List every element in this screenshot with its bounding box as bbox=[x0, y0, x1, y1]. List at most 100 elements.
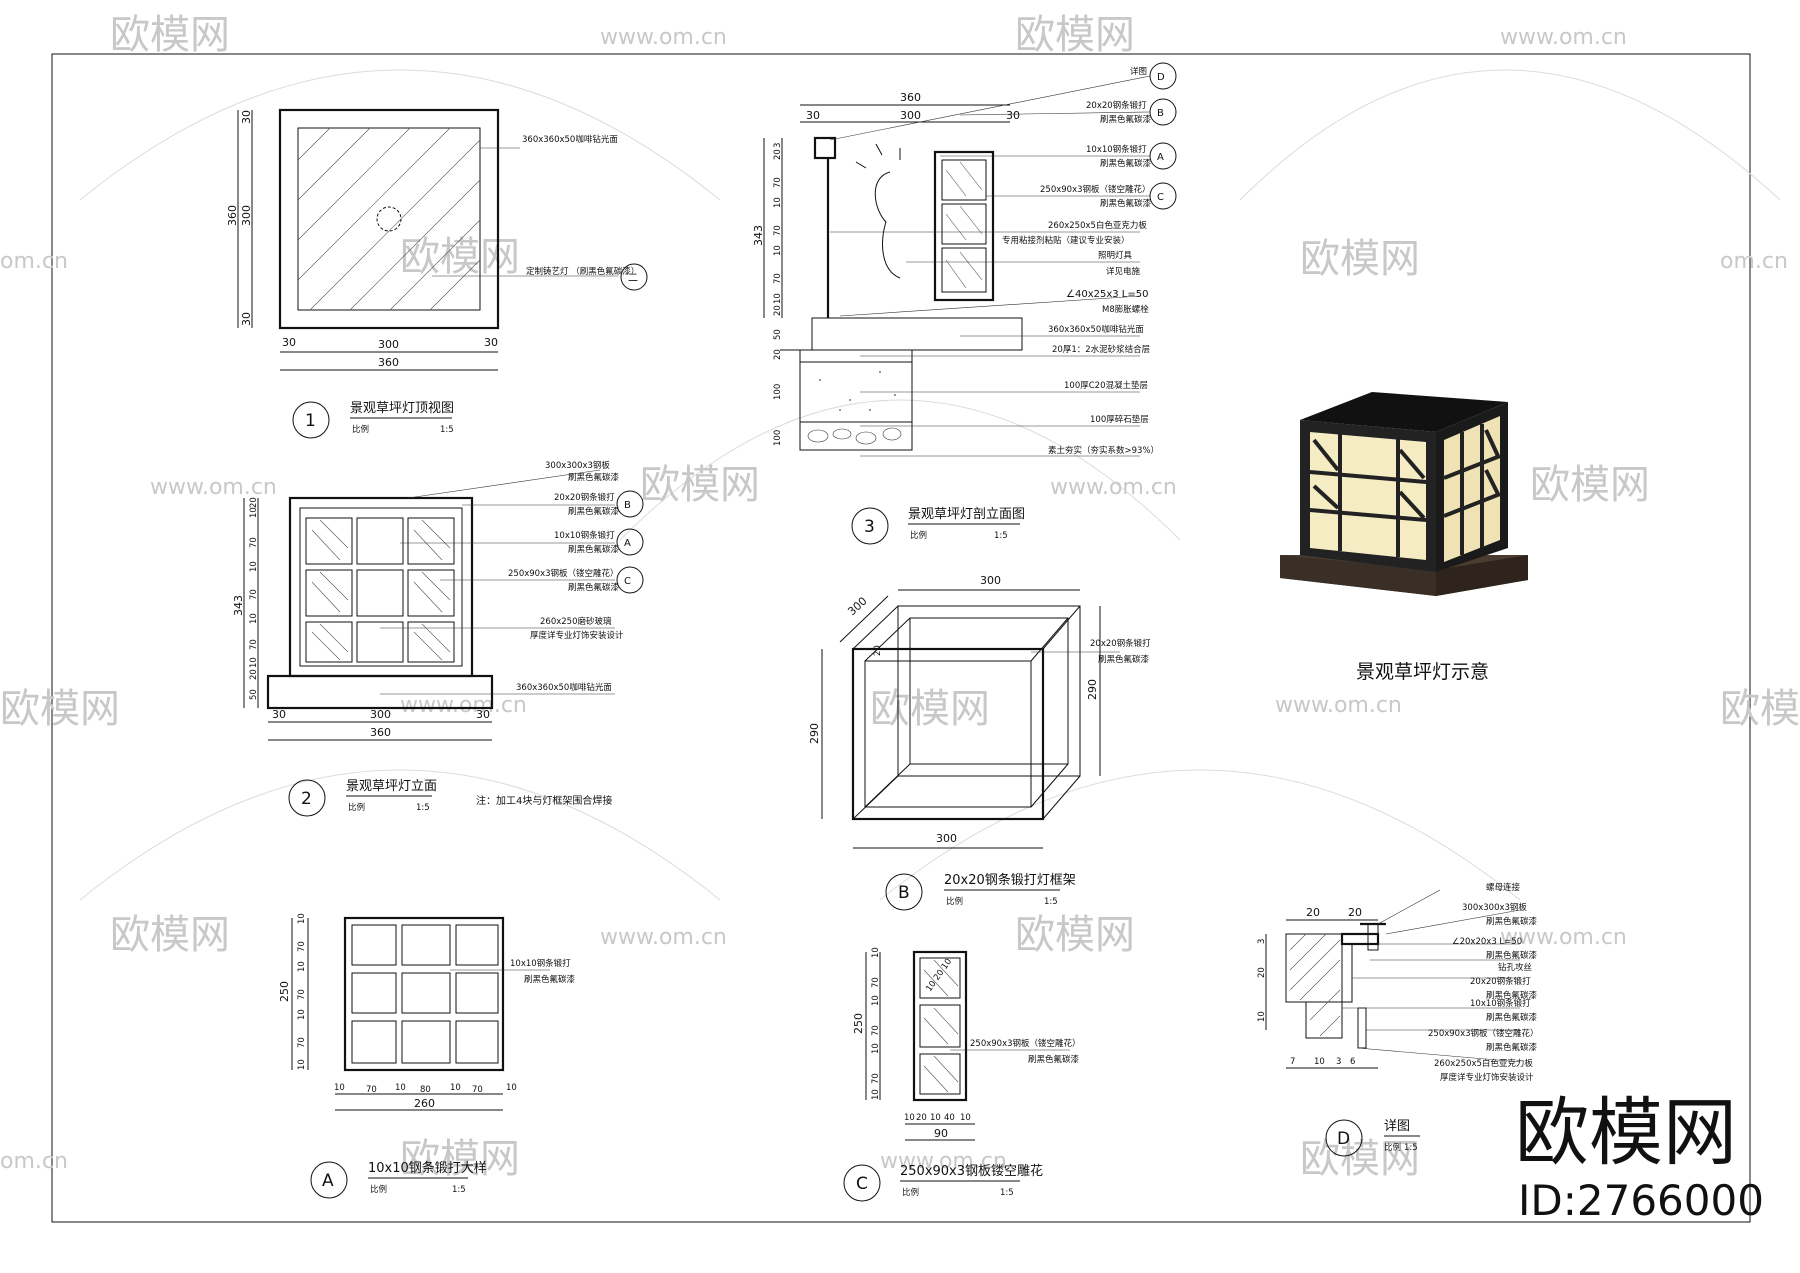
callout-text: C bbox=[624, 576, 631, 587]
watermark-url: om.cn bbox=[1720, 249, 1788, 274]
gravel-dots bbox=[819, 371, 896, 411]
svg-text:260x250x5白色亚克力板: 260x250x5白色亚克力板 bbox=[1048, 220, 1147, 231]
svg-text:刷黑色氟碳漆: 刷黑色氟碳漆 bbox=[1486, 916, 1538, 927]
view-a-detail: 250 10 70 10 70 10 70 10 10 70 10 80 10 … bbox=[278, 913, 576, 1199]
watermark-logo: 欧模网 bbox=[1300, 1136, 1420, 1182]
svg-text:10: 10 bbox=[773, 293, 783, 304]
svg-text:343: 343 bbox=[752, 225, 765, 246]
view-number: C bbox=[856, 1174, 868, 1194]
svg-text:10: 10 bbox=[871, 1043, 881, 1054]
svg-text:1:5: 1:5 bbox=[994, 531, 1008, 541]
svg-text:素土夯实（夯实系数>93%）: 素土夯实（夯实系数>93%） bbox=[1048, 445, 1159, 456]
watermark-url: www.om.cn bbox=[880, 1149, 1007, 1174]
watermark-logo: 欧模网 bbox=[400, 234, 520, 280]
svg-text:详图: 详图 bbox=[1130, 66, 1147, 77]
view-b-frame: 300 300 20 290 290 300 20x20钢条锻打 刷黑色氟碳漆 … bbox=[808, 574, 1151, 911]
view-2-elevation: 343 20 10 70 10 70 10 70 10 20 50 30 300… bbox=[232, 460, 644, 817]
svg-text:70: 70 bbox=[249, 639, 259, 650]
svg-text:90: 90 bbox=[934, 1127, 948, 1140]
svg-text:360x360x50咖啡钻光面: 360x360x50咖啡钻光面 bbox=[1048, 324, 1144, 335]
svg-text:刷黑色氟碳漆: 刷黑色氟碳漆 bbox=[568, 544, 620, 555]
svg-text:C: C bbox=[1157, 192, 1164, 203]
watermark-logo: 欧模网 bbox=[1530, 462, 1650, 508]
svg-text:20x20钢条锻打: 20x20钢条锻打 bbox=[1086, 100, 1147, 111]
view-number: 2 bbox=[301, 789, 312, 809]
svg-text:10: 10 bbox=[871, 947, 881, 958]
svg-text:360: 360 bbox=[370, 726, 391, 739]
svg-text:10: 10 bbox=[904, 1113, 915, 1123]
svg-text:260: 260 bbox=[414, 1097, 435, 1110]
svg-text:20x20钢条锻打: 20x20钢条锻打 bbox=[554, 492, 615, 503]
svg-text:250x90x3钢板（镂空雕花）: 250x90x3钢板（镂空雕花） bbox=[508, 568, 619, 579]
svg-text:1:5: 1:5 bbox=[452, 1185, 466, 1195]
svg-text:70: 70 bbox=[871, 1073, 881, 1084]
svg-text:10: 10 bbox=[249, 657, 259, 668]
svg-text:刷黑色氟碳漆: 刷黑色氟碳漆 bbox=[568, 582, 620, 593]
svg-text:10x10钢条锻打: 10x10钢条锻打 bbox=[1086, 144, 1147, 155]
svg-text:刷黑色氟碳漆: 刷黑色氟碳漆 bbox=[1486, 1042, 1538, 1053]
view-d-detail: 20 20 3 20 10 7 10 3 6 螺母连接 300x300x3钢板 … bbox=[1257, 882, 1539, 1157]
dim-text: 30 bbox=[240, 110, 253, 124]
svg-text:250x90x3钢板（镂空雕花）: 250x90x3钢板（镂空雕花） bbox=[1040, 184, 1151, 195]
svg-text:7: 7 bbox=[1290, 1057, 1295, 1067]
dim-text: 300 bbox=[240, 205, 253, 226]
svg-text:10: 10 bbox=[297, 1059, 307, 1070]
dim-text: 343 bbox=[232, 595, 245, 616]
watermark-url: www.om.cn bbox=[150, 475, 277, 500]
svg-text:10: 10 bbox=[395, 1083, 406, 1093]
svg-text:20: 20 bbox=[773, 149, 783, 160]
svg-text:100: 100 bbox=[773, 384, 783, 400]
svg-text:20: 20 bbox=[773, 349, 783, 360]
watermark-logo: 欧模网 bbox=[0, 686, 120, 732]
svg-text:刷黑色氟碳漆: 刷黑色氟碳漆 bbox=[568, 506, 620, 517]
svg-text:40: 40 bbox=[944, 1113, 955, 1123]
svg-text:20厚1：2水泥砂浆结合层: 20厚1：2水泥砂浆结合层 bbox=[1052, 344, 1150, 355]
svg-text:1:5: 1:5 bbox=[1044, 897, 1058, 907]
svg-text:10: 10 bbox=[249, 561, 259, 572]
svg-text:290: 290 bbox=[1086, 679, 1099, 700]
watermark-logo: 欧模网 bbox=[1720, 686, 1800, 732]
svg-text:1:5: 1:5 bbox=[416, 803, 430, 813]
svg-text:100厚C20混凝土垫层: 100厚C20混凝土垫层 bbox=[1064, 380, 1148, 391]
watermark-logo: 欧模网 bbox=[1015, 912, 1135, 958]
svg-text:刷黑色氟碳漆: 刷黑色氟碳漆 bbox=[1486, 950, 1538, 961]
svg-text:3: 3 bbox=[1257, 939, 1267, 944]
svg-text:刷黑色氟碳漆: 刷黑色氟碳漆 bbox=[1100, 198, 1152, 209]
callout-text: B bbox=[624, 500, 631, 511]
svg-text:70: 70 bbox=[773, 177, 783, 188]
watermark-arcs bbox=[79, 69, 1781, 901]
hatch-pattern bbox=[297, 127, 481, 311]
svg-text:1:5: 1:5 bbox=[1404, 1143, 1418, 1153]
view-title: 250x90x3钢板镂空雕花 bbox=[900, 1163, 1043, 1179]
svg-text:刷黑色氟碳漆: 刷黑色氟碳漆 bbox=[1486, 990, 1538, 1001]
svg-text:10: 10 bbox=[773, 197, 783, 208]
svg-text:260x250x5白色亚克力板: 260x250x5白色亚克力板 bbox=[1434, 1058, 1533, 1069]
svg-text:10: 10 bbox=[297, 1009, 307, 1020]
view-number: 3 bbox=[864, 517, 875, 537]
watermark-url: www.om.cn bbox=[1500, 925, 1627, 950]
label-text: 定制铸艺灯 （刷黑色氟碳漆） bbox=[526, 266, 639, 277]
svg-text:300x300x3钢板: 300x300x3钢板 bbox=[545, 460, 610, 471]
render-caption: 景观草坪灯示意 bbox=[1356, 661, 1489, 683]
svg-text:10x10钢条锻打: 10x10钢条锻打 bbox=[554, 530, 615, 541]
view-title: 景观草坪灯剖立面图 bbox=[908, 507, 1025, 522]
svg-text:70: 70 bbox=[773, 273, 783, 284]
svg-text:300x300x3钢板: 300x300x3钢板 bbox=[1462, 902, 1527, 913]
watermark-url: www.om.cn bbox=[600, 25, 727, 50]
watermark-url: www.om.cn bbox=[1050, 475, 1177, 500]
svg-text:10: 10 bbox=[506, 1083, 517, 1093]
svg-text:20: 20 bbox=[916, 1113, 927, 1123]
svg-text:30: 30 bbox=[1006, 109, 1020, 122]
watermark-logo: 欧模网 bbox=[870, 686, 990, 732]
svg-text:比例: 比例 bbox=[902, 1187, 919, 1198]
svg-text:250: 250 bbox=[278, 981, 291, 1002]
view-number: B bbox=[898, 883, 910, 903]
svg-text:6: 6 bbox=[1350, 1057, 1355, 1067]
gravel-stones bbox=[807, 427, 902, 445]
dim-text: 360 bbox=[378, 356, 399, 369]
watermark-logo: 欧模网 bbox=[400, 1136, 520, 1182]
svg-text:30: 30 bbox=[476, 708, 490, 721]
view-title: 景观草坪灯立面 bbox=[346, 779, 437, 794]
svg-text:刷黑色氟碳漆: 刷黑色氟碳漆 bbox=[1028, 1054, 1080, 1065]
